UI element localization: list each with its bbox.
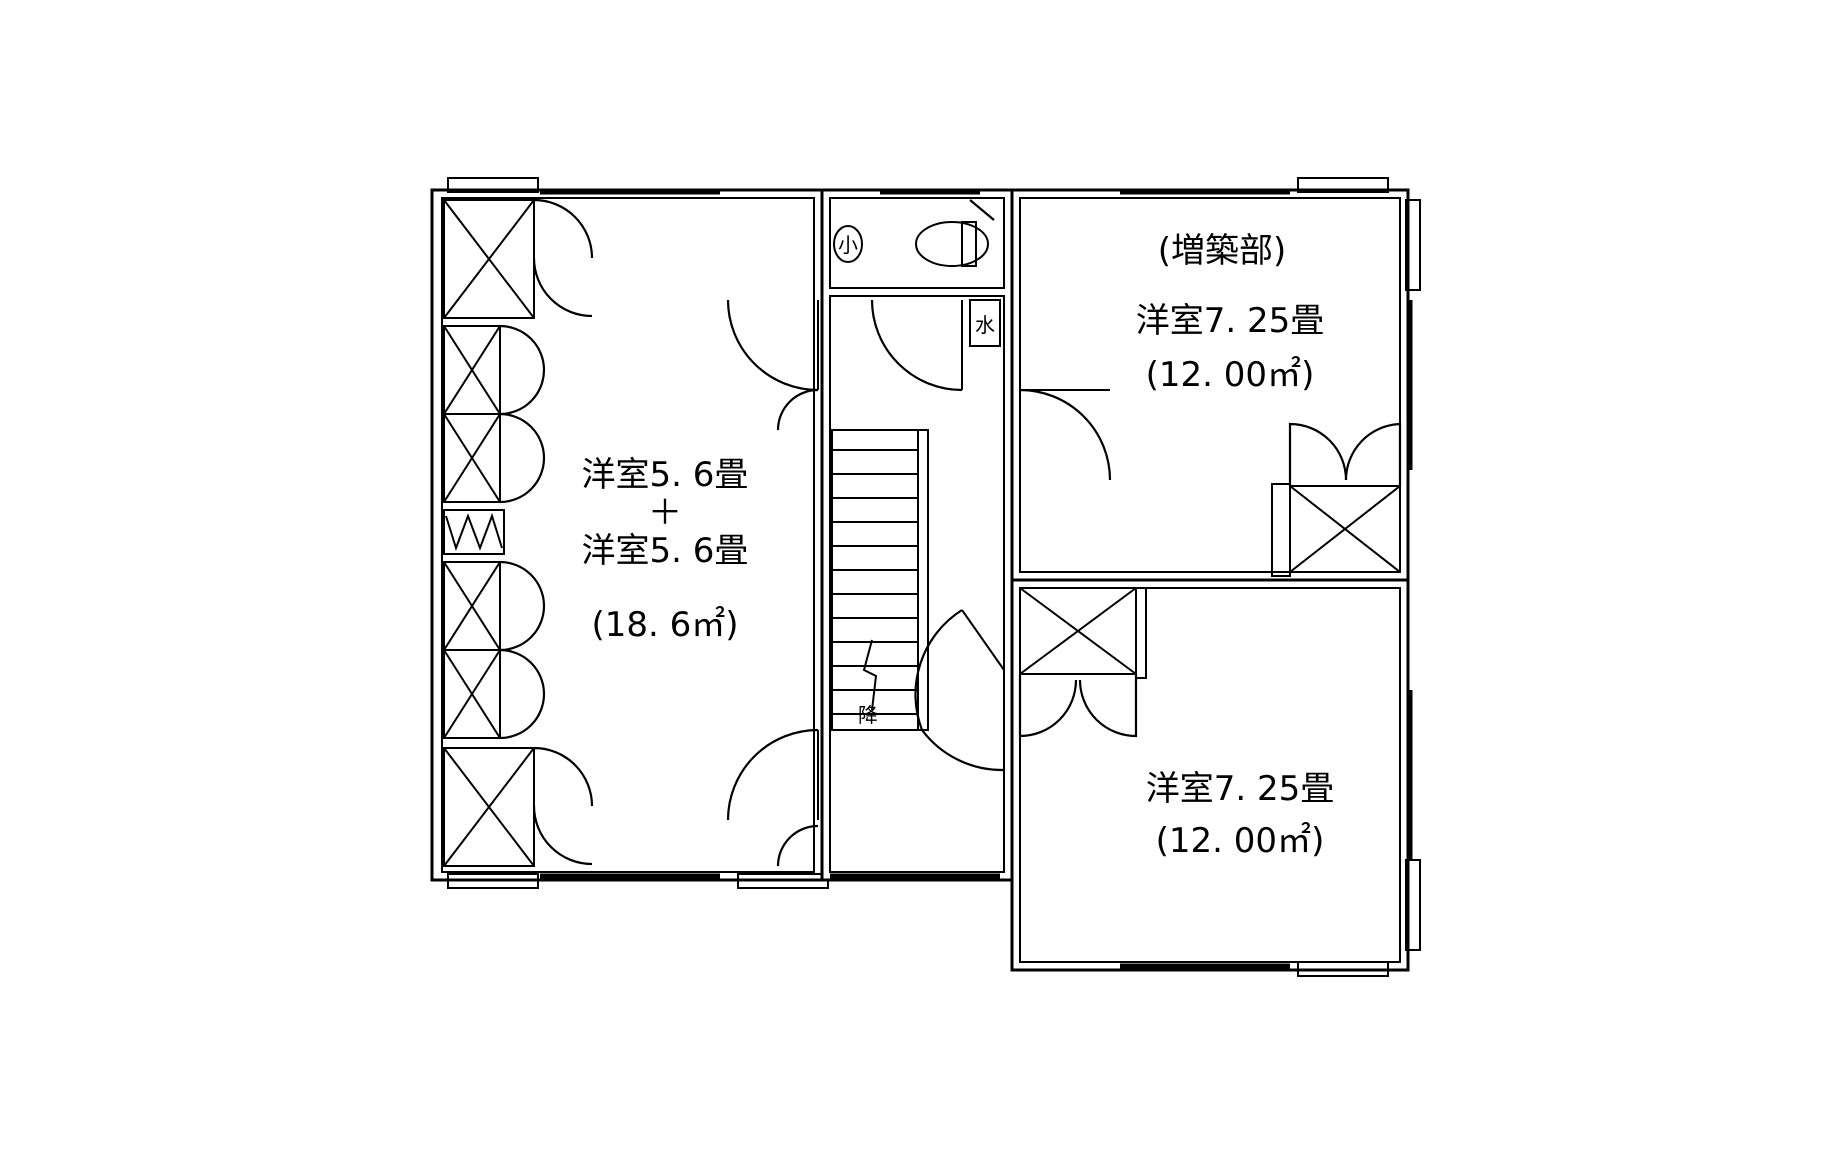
closet-column: [443, 199, 535, 867]
se-room-area: (12. 00㎡): [1156, 821, 1325, 861]
sink-label: 水: [975, 313, 995, 337]
toilet-room: 小: [833, 199, 995, 267]
ne-room-note: (増築部): [1158, 231, 1287, 271]
ne-door-arc: [1019, 388, 1112, 481]
se-room-name: 洋室7. 25畳: [1146, 769, 1335, 809]
northeast-room: (増築部) 洋室7. 25畳 (12. 00㎡): [1010, 177, 1421, 582]
room-doors: [726, 299, 819, 867]
ne-room-area: (12. 00㎡): [1146, 355, 1315, 395]
central-corridor: 小 水 降: [820, 188, 1014, 882]
west-room-name-2: 洋室5. 6畳: [582, 531, 749, 571]
southeast-room: 洋室7. 25畳 (12. 00㎡): [1010, 578, 1421, 977]
stair-down-label: 降: [858, 703, 878, 727]
toilet-door-arc: [870, 299, 963, 392]
staircase: 降: [831, 429, 929, 731]
west-wing: 洋室5. 6畳 ＋ 洋室5. 6畳 (18. 6㎡): [430, 177, 829, 889]
sink: [969, 299, 1001, 347]
west-room-name-1: 洋室5. 6畳: [582, 455, 749, 495]
urinal-label: 小: [838, 233, 858, 257]
west-room-area: (18. 6㎡): [591, 605, 738, 645]
closet-doors: [499, 198, 594, 866]
west-room-plus: ＋: [648, 493, 682, 533]
ne-room-name: 洋室7. 25畳: [1136, 301, 1325, 341]
